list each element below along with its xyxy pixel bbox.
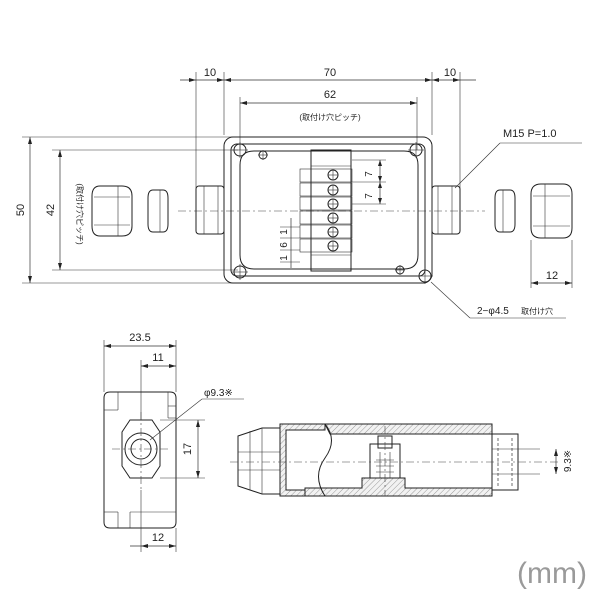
dim-12-right: 12 <box>530 240 573 288</box>
terminal-4 <box>299 210 353 225</box>
terminal-2 <box>299 182 353 197</box>
gland-nut-right <box>530 183 573 239</box>
dim-6: 6 <box>279 242 290 248</box>
terminal-5 <box>299 224 353 239</box>
pitch-note-side: (取付け穴ピッチ) <box>75 183 85 245</box>
mounted-gland-left <box>195 185 225 235</box>
dim-10-right: 10 <box>444 67 456 79</box>
bore-callout: φ9.3※ <box>149 388 244 441</box>
holes-note: 取付け穴 <box>521 306 553 316</box>
dim-17: 17 <box>182 420 200 478</box>
dim-23-5: 23.5 <box>104 332 176 348</box>
dim-row-top: 10 70 10 <box>180 67 476 82</box>
top-view: 10 70 10 62 (取付け穴ピッチ) 50 42 (取付け穴 <box>15 67 582 319</box>
side-view: 23.5 11 <box>103 332 244 552</box>
dim-7a: 7 <box>364 171 375 177</box>
dim-62: 62 (取付け穴ピッチ) <box>240 89 417 122</box>
mounted-gland-right <box>431 185 461 235</box>
unit-label: (mm) <box>517 557 587 590</box>
gland-seal-left <box>147 189 169 233</box>
bore-side-label: 9.3※ <box>563 450 574 472</box>
holes-callout: 2−φ4.5 取付け穴 <box>430 281 566 319</box>
gland-seal-right <box>494 189 516 233</box>
side-gland <box>112 412 170 490</box>
terminal-1 <box>299 168 353 183</box>
section-gland-right <box>491 433 540 491</box>
dim-7b: 7 <box>364 193 375 199</box>
dim-11: 11 <box>141 352 176 368</box>
terminal-6 <box>299 238 353 253</box>
side-body <box>103 391 177 529</box>
dim-42: 42 (取付け穴ピッチ) <box>45 150 85 270</box>
mounting-hole-br <box>417 268 433 284</box>
terminal-3 <box>299 196 353 211</box>
lid-screw-br <box>395 265 405 275</box>
dim-9-3-side: 9.3※ <box>554 449 574 474</box>
dim-17-label: 17 <box>182 443 194 455</box>
dim-1b: 1 <box>279 255 290 261</box>
dim-12-right-label: 12 <box>546 270 558 282</box>
dim-42-label: 42 <box>45 204 57 216</box>
terminal-block: 7 7 1 6 1 <box>279 149 386 272</box>
dim-70: 70 <box>324 67 336 79</box>
holes-label: 2−φ4.5 <box>477 306 509 317</box>
lid-screw-tl <box>258 150 268 160</box>
dim-12-bottom-label: 12 <box>152 532 164 544</box>
thread-callout: M15 P=1.0 <box>454 128 582 189</box>
gland-nut-left <box>91 185 133 237</box>
dim-10-left: 10 <box>204 67 216 79</box>
dim-50-label: 50 <box>15 204 27 216</box>
dim-23-5-label: 23.5 <box>129 332 150 344</box>
thread-label: M15 P=1.0 <box>503 128 557 140</box>
lid-screw-tr <box>408 142 424 158</box>
dim-1a: 1 <box>279 229 290 235</box>
dim-62-label: 62 <box>324 89 336 101</box>
pitch-note-top: (取付け穴ピッチ) <box>299 112 361 122</box>
lid-screw-bl <box>232 264 248 280</box>
dim-50: 50 <box>15 137 32 283</box>
section-view: 9.3※ <box>230 423 574 497</box>
section-terminal <box>369 426 401 496</box>
section-gland-left <box>237 427 281 495</box>
bore-label: φ9.3※ <box>204 388 233 399</box>
dim-11-label: 11 <box>152 352 163 364</box>
dim-12-bottom: 12 <box>130 532 176 548</box>
section-housing <box>279 423 493 497</box>
mounting-hole-tl <box>232 142 248 158</box>
